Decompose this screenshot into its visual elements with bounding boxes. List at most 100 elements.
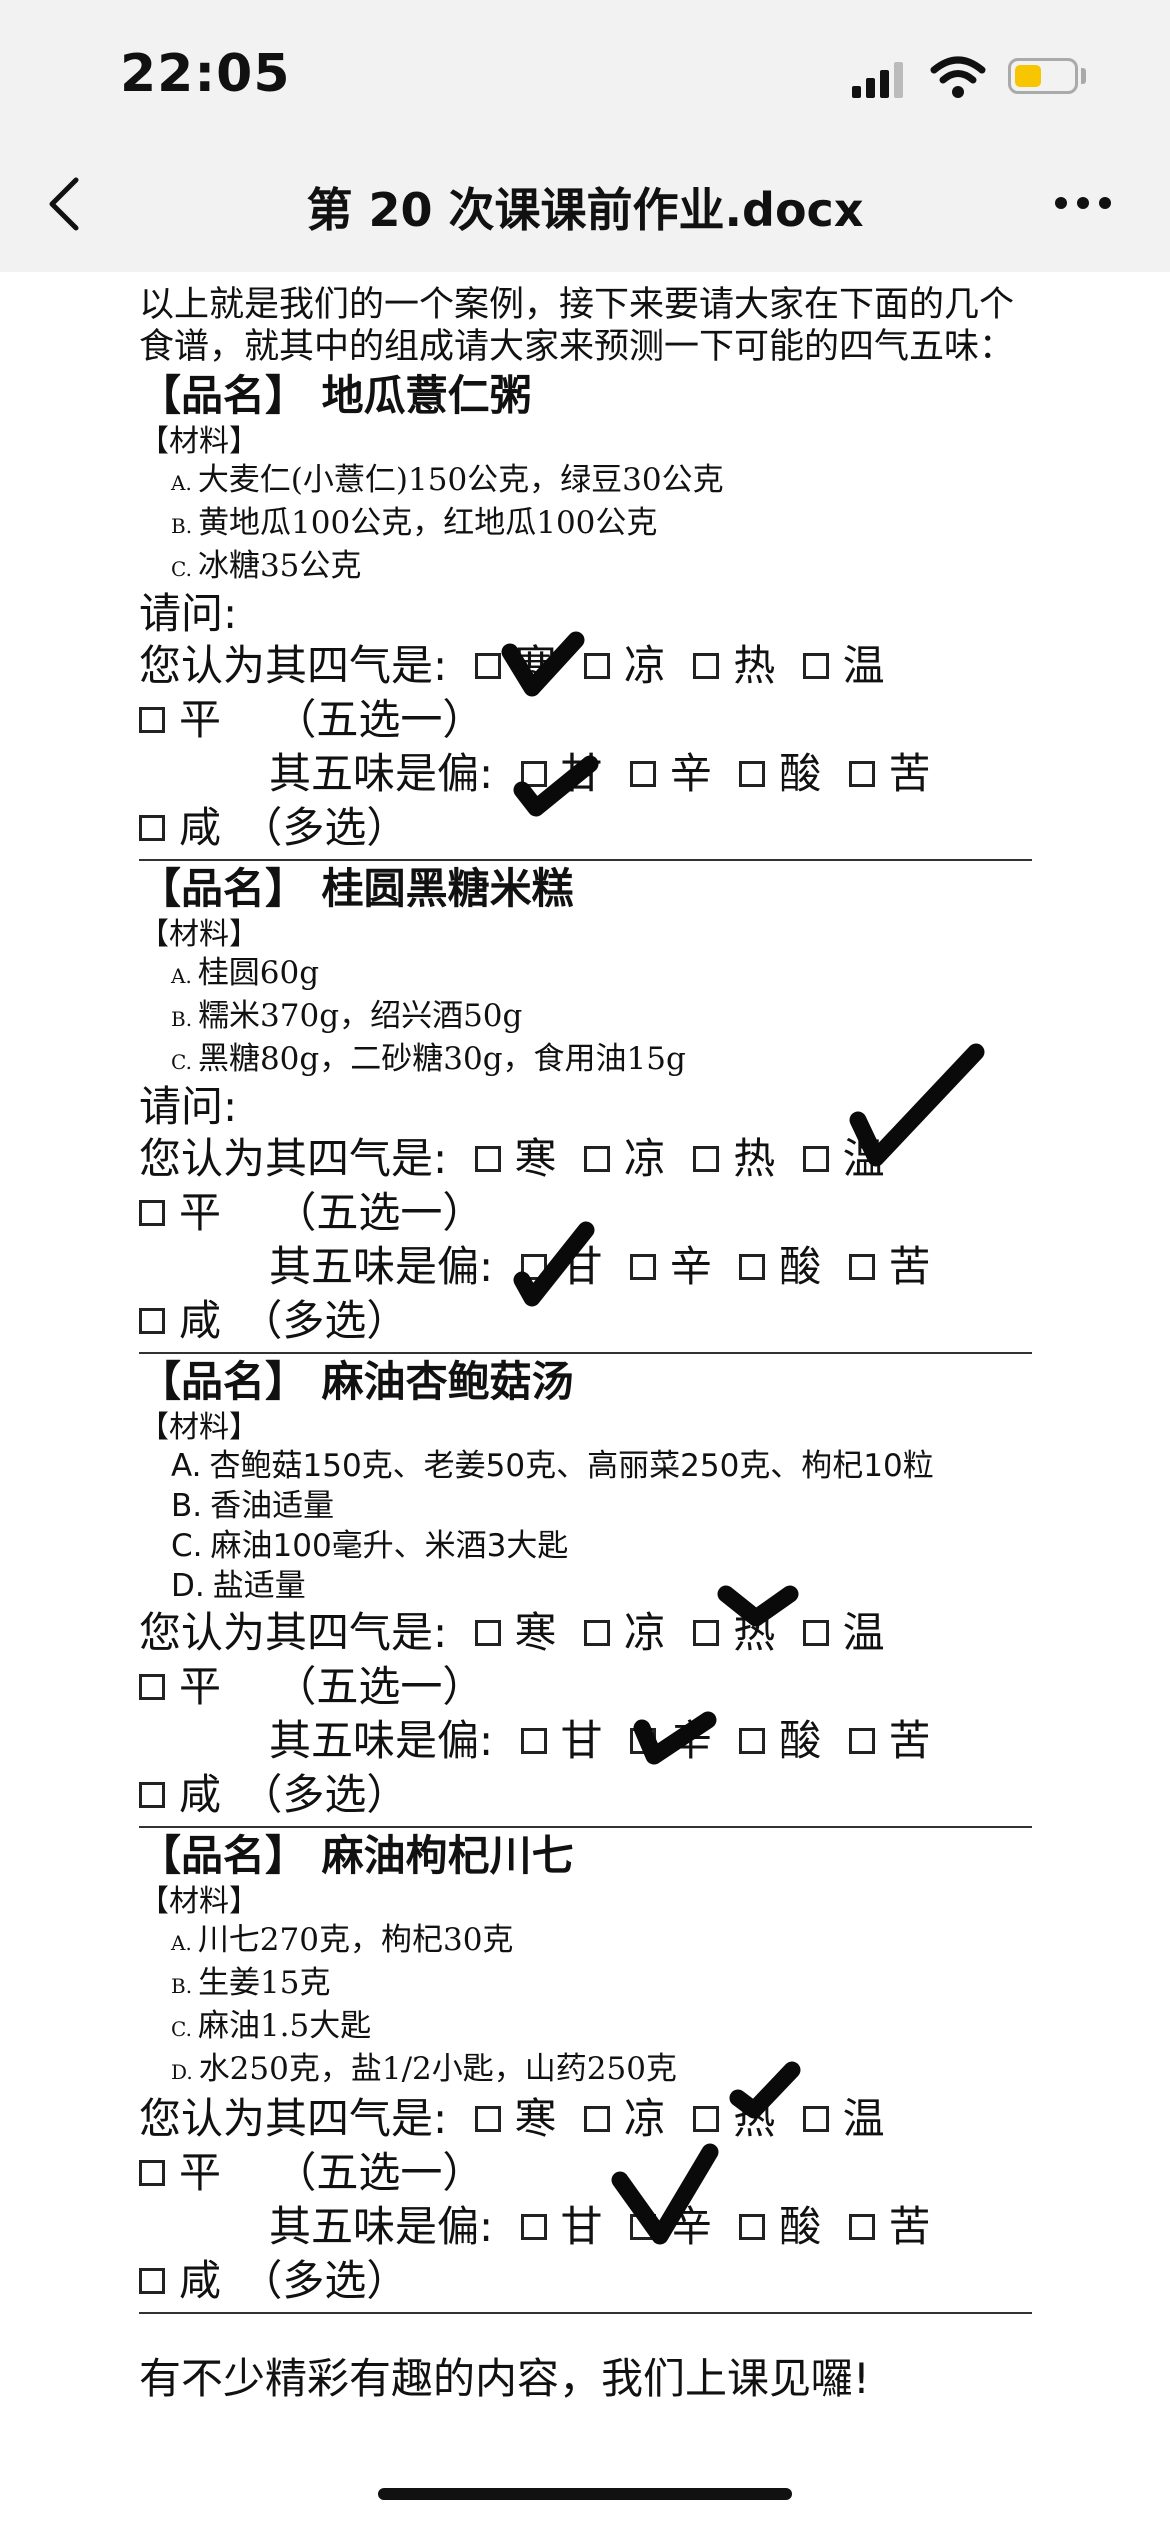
wei-question-row: 其五味是偏: 甘 辛 酸 苦 bbox=[269, 749, 931, 798]
qi-question-row-cont: 平 （五选一） bbox=[139, 693, 1032, 747]
wei-option-sour[interactable]: 酸 bbox=[739, 749, 821, 798]
checkbox[interactable] bbox=[848, 1727, 875, 1754]
qi-option-neutral[interactable]: 平 bbox=[139, 1662, 221, 1711]
wei-option-sweet[interactable]: 甘 bbox=[520, 749, 603, 798]
checkbox[interactable] bbox=[583, 652, 610, 679]
wei-option-salty[interactable]: 咸 bbox=[139, 1296, 221, 1345]
qi-option-cold[interactable]: 寒 bbox=[474, 641, 557, 690]
recipe-section: 【品名】 地瓜薏仁粥 【材料】 A.大麦仁(小薏仁)150公克，绿豆30公克 B… bbox=[139, 368, 1032, 861]
qi-option-warm[interactable]: 温 bbox=[802, 1608, 885, 1657]
checkbox[interactable] bbox=[629, 1727, 656, 1754]
wei-option-sour[interactable]: 酸 bbox=[739, 1242, 821, 1291]
qi-option-hot[interactable]: 热 bbox=[693, 641, 775, 690]
checkbox[interactable] bbox=[802, 652, 829, 679]
checkbox[interactable] bbox=[739, 1727, 766, 1754]
qi-option-cold[interactable]: 寒 bbox=[474, 1608, 557, 1657]
checkbox[interactable] bbox=[139, 2159, 165, 2186]
qi-option-warm[interactable]: 温 bbox=[802, 1134, 885, 1183]
checkbox[interactable] bbox=[474, 652, 501, 679]
wei-option-bitter[interactable]: 苦 bbox=[848, 1716, 931, 1765]
checkbox[interactable] bbox=[583, 1145, 610, 1172]
wei-option-sweet[interactable]: 甘 bbox=[520, 2202, 603, 2251]
checkbox[interactable] bbox=[693, 2105, 720, 2132]
checkbox[interactable] bbox=[139, 2267, 165, 2294]
qi-option-neutral[interactable]: 平 bbox=[139, 2148, 221, 2197]
checkbox[interactable] bbox=[583, 1619, 610, 1646]
materials-label: 【材料】 bbox=[139, 424, 259, 459]
checkbox[interactable] bbox=[139, 1307, 165, 1334]
checkbox[interactable] bbox=[848, 760, 875, 787]
checkbox[interactable] bbox=[583, 2105, 610, 2132]
qi-question-row-cont: 平 （五选一） bbox=[139, 1186, 1032, 1240]
checkbox[interactable] bbox=[520, 1253, 547, 1280]
wei-option-salty[interactable]: 咸 bbox=[139, 803, 221, 852]
checkbox[interactable] bbox=[139, 1199, 165, 1226]
wei-option-sweet[interactable]: 甘 bbox=[520, 1716, 603, 1765]
qi-option-hot[interactable]: 热 bbox=[693, 1134, 775, 1183]
wei-option-bitter[interactable]: 苦 bbox=[848, 2202, 931, 2251]
checkbox[interactable] bbox=[629, 760, 656, 787]
checkbox[interactable] bbox=[520, 2213, 547, 2240]
wei-option-bitter[interactable]: 苦 bbox=[848, 749, 931, 798]
checkbox[interactable] bbox=[139, 706, 165, 733]
qi-option-cold[interactable]: 寒 bbox=[474, 1134, 557, 1183]
wei-option-bitter[interactable]: 苦 bbox=[848, 1242, 931, 1291]
wei-option-salty[interactable]: 咸 bbox=[139, 2256, 221, 2305]
wei-option-pungent[interactable]: 辛 bbox=[629, 1716, 712, 1765]
wei-option-salty[interactable]: 咸 bbox=[139, 1770, 221, 1819]
top-bar: 22:05 第 20 次课课前作业.docx bbox=[0, 0, 1170, 272]
home-indicator[interactable] bbox=[378, 2488, 792, 2500]
qi-option-neutral[interactable]: 平 bbox=[139, 695, 221, 744]
wei-option-sour[interactable]: 酸 bbox=[739, 2202, 821, 2251]
checkbox[interactable] bbox=[139, 1673, 165, 1700]
checkbox[interactable] bbox=[802, 1619, 829, 1646]
qi-question-row: 您认为其四气是: 寒 凉 热 温 bbox=[139, 1134, 885, 1183]
checkbox[interactable] bbox=[474, 1619, 501, 1646]
qi-option-warm[interactable]: 温 bbox=[802, 641, 885, 690]
qi-option-cold[interactable]: 寒 bbox=[474, 2094, 557, 2143]
checkbox[interactable] bbox=[520, 760, 547, 787]
checkbox[interactable] bbox=[629, 2213, 656, 2240]
back-chevron-icon[interactable] bbox=[44, 176, 84, 232]
checkbox[interactable] bbox=[139, 1781, 165, 1808]
recipe-title: 【品名】 地瓜薏仁粥 bbox=[139, 371, 532, 420]
wei-option-pungent[interactable]: 辛 bbox=[629, 2202, 712, 2251]
qi-option-warm[interactable]: 温 bbox=[802, 2094, 885, 2143]
qi-option-cool[interactable]: 凉 bbox=[583, 1608, 666, 1657]
checkbox[interactable] bbox=[739, 2213, 766, 2240]
checkbox[interactable] bbox=[848, 2213, 875, 2240]
checkbox[interactable] bbox=[739, 760, 766, 787]
checkbox[interactable] bbox=[802, 2105, 829, 2132]
checkbox[interactable] bbox=[520, 1727, 547, 1754]
checkbox[interactable] bbox=[693, 652, 720, 679]
checkbox[interactable] bbox=[693, 1619, 720, 1646]
checkbox[interactable] bbox=[739, 1253, 766, 1280]
more-options-icon[interactable] bbox=[1054, 196, 1112, 210]
wei-option-pungent[interactable]: 辛 bbox=[629, 749, 712, 798]
checkbox[interactable] bbox=[139, 814, 165, 841]
qi-option-cool[interactable]: 凉 bbox=[583, 641, 666, 690]
recipe-title: 【品名】 麻油杏鲍菇汤 bbox=[139, 1357, 574, 1406]
recipe-section: 【品名】 麻油杏鲍菇汤 【材料】 A.杏鲍菇150克、老姜50克、高丽菜250克… bbox=[139, 1354, 1032, 1828]
qi-option-neutral[interactable]: 平 bbox=[139, 1188, 221, 1237]
qi-option-cool[interactable]: 凉 bbox=[583, 1134, 666, 1183]
checkbox[interactable] bbox=[848, 1253, 875, 1280]
material-item: D.水250克，盐1/2小匙，山药250克 bbox=[171, 2051, 677, 2087]
material-item: D.盐适量 bbox=[171, 1568, 306, 1604]
materials-list: A.桂圆60g B.糯米370g，绍兴酒50g C.黑糖80g，二砂糖30g，食… bbox=[139, 953, 1032, 1082]
checkbox[interactable] bbox=[629, 1253, 656, 1280]
wei-option-sour[interactable]: 酸 bbox=[739, 1716, 821, 1765]
wei-option-sweet[interactable]: 甘 bbox=[520, 1242, 603, 1291]
checkbox[interactable] bbox=[474, 1145, 501, 1172]
recipe-section: 【品名】 桂圆黑糖米糕 【材料】 A.桂圆60g B.糯米370g，绍兴酒50g… bbox=[139, 861, 1032, 1354]
wei-option-pungent[interactable]: 辛 bbox=[629, 1242, 712, 1291]
checkbox[interactable] bbox=[474, 2105, 501, 2132]
checkbox[interactable] bbox=[802, 1145, 829, 1172]
qi-option-hot[interactable]: 热 bbox=[693, 1608, 775, 1657]
material-item: B.生姜15克 bbox=[171, 1965, 331, 2001]
materials-label: 【材料】 bbox=[139, 1884, 259, 1919]
checkbox[interactable] bbox=[693, 1145, 720, 1172]
qi-option-cool[interactable]: 凉 bbox=[583, 2094, 666, 2143]
battery-tip bbox=[1081, 68, 1086, 84]
qi-option-hot[interactable]: 热 bbox=[693, 2094, 775, 2143]
